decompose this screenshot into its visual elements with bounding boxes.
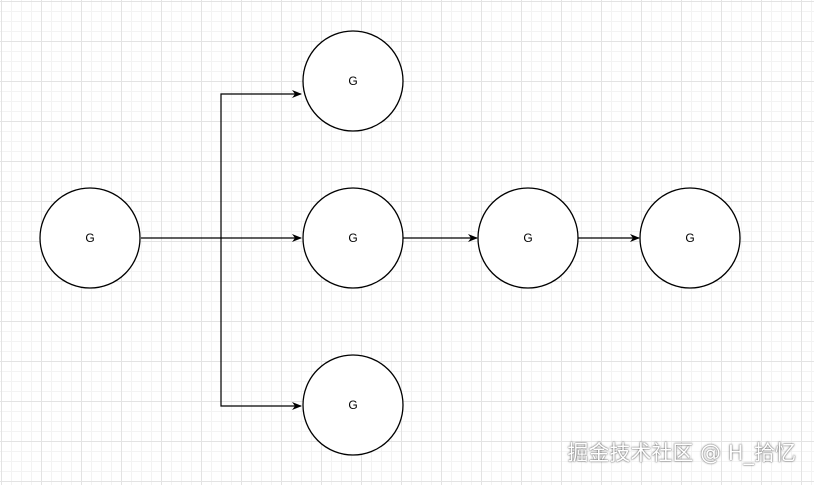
node-chain-2[interactable]: G [639, 187, 741, 289]
node-circle [639, 187, 741, 289]
node-label: G [348, 74, 357, 88]
node-top[interactable]: G [302, 30, 404, 132]
node-label: G [523, 231, 532, 245]
watermark: 掘金技术社区 @ H_拾忆 [567, 441, 796, 465]
node-bottom[interactable]: G [302, 354, 404, 456]
node-label: G [348, 231, 357, 245]
node-middle[interactable]: G [302, 187, 404, 289]
node-circle [302, 187, 404, 289]
edge-root-to-top [220, 90, 302, 238]
node-circle [477, 187, 579, 289]
node-label: G [85, 231, 94, 245]
node-label: G [685, 231, 694, 245]
edge-root-to-bottom [220, 238, 302, 410]
edges-group [141, 90, 640, 410]
node-circle [302, 30, 404, 132]
node-label: G [348, 398, 357, 412]
node-chain-1[interactable]: G [477, 187, 579, 289]
node-circle [39, 187, 141, 289]
node-root[interactable]: G [39, 187, 141, 289]
node-circle [302, 354, 404, 456]
